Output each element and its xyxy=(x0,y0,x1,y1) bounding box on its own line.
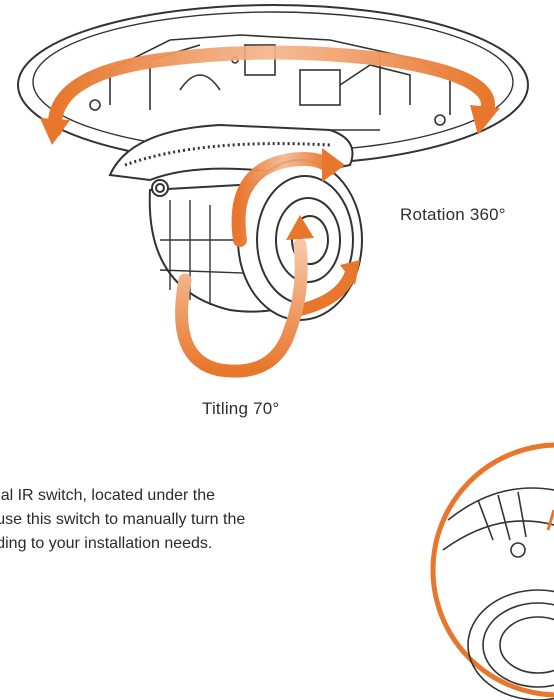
detail-circle xyxy=(430,442,554,698)
rotation-arrow-icon xyxy=(40,45,500,145)
description-line-2: an use this switch to manually turn the xyxy=(0,511,246,528)
tilt-arrow-icon xyxy=(175,215,314,378)
description-line-1: anual IR switch, located under the xyxy=(0,487,216,504)
pan-arrow-icon xyxy=(231,148,360,316)
description-line-3: cording to your installation needs. xyxy=(0,535,213,552)
detail-lens-drawing xyxy=(442,487,554,700)
ir-switch-detail-callout xyxy=(430,442,554,700)
tilting-label: Titling 70° xyxy=(202,399,280,418)
description-text: anual IR switch, located under the an us… xyxy=(0,484,245,556)
dome-camera-illustration xyxy=(17,4,529,378)
rotation-label: Rotation 360° xyxy=(400,205,506,224)
